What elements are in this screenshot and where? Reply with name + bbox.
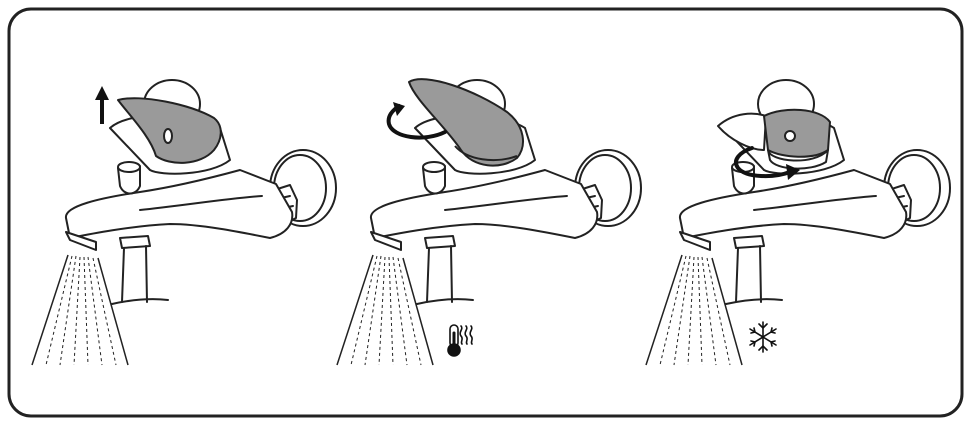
diagram-canvas [0,0,971,425]
instruction-diagram [0,0,971,425]
